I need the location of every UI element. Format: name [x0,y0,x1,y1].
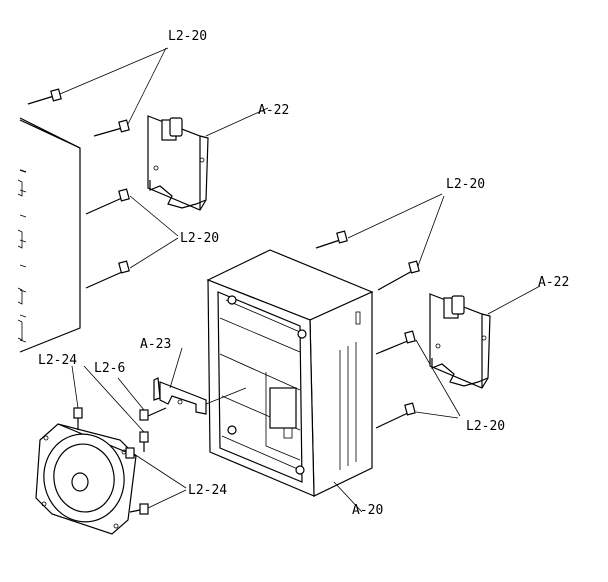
screw-l2-20-2 [93,47,167,137]
label-l2-20-mid-left: L2-20 [180,231,219,246]
speaker-screws [71,365,187,515]
bracket-a22-right [429,285,541,389]
label-l2-6: L2-6 [94,361,125,376]
screw-l2-20-3 [85,188,179,237]
bracket-a22-top [147,107,269,211]
bracket-a23 [153,347,247,415]
left-cabinet-panel [17,117,81,353]
screw-l2-20-4 [85,237,179,289]
screw-l2-6 [117,377,167,421]
label-a20: A-20 [352,503,383,518]
label-l2-20-mid-right: L2-20 [446,177,485,192]
label-l2-24-bottom: L2-24 [188,483,227,498]
label-l2-24-top: L2-24 [38,353,77,368]
screw-l2-20-6 [377,195,445,291]
label-a22-right: A-22 [538,275,569,290]
label-l2-20-bottom-right: L2-20 [466,419,505,434]
screw-l2-20-1 [27,47,169,105]
label-a23: A-23 [140,337,171,352]
screw-l2-20-8 [375,402,459,429]
label-l2-20-top: L2-20 [168,29,207,44]
enclosure-a20 [206,249,374,513]
screw-l2-20-5 [315,193,443,249]
screw-l2-20-7 [375,330,461,417]
speaker-unit [35,423,137,535]
label-a22-top: A-22 [258,103,289,118]
